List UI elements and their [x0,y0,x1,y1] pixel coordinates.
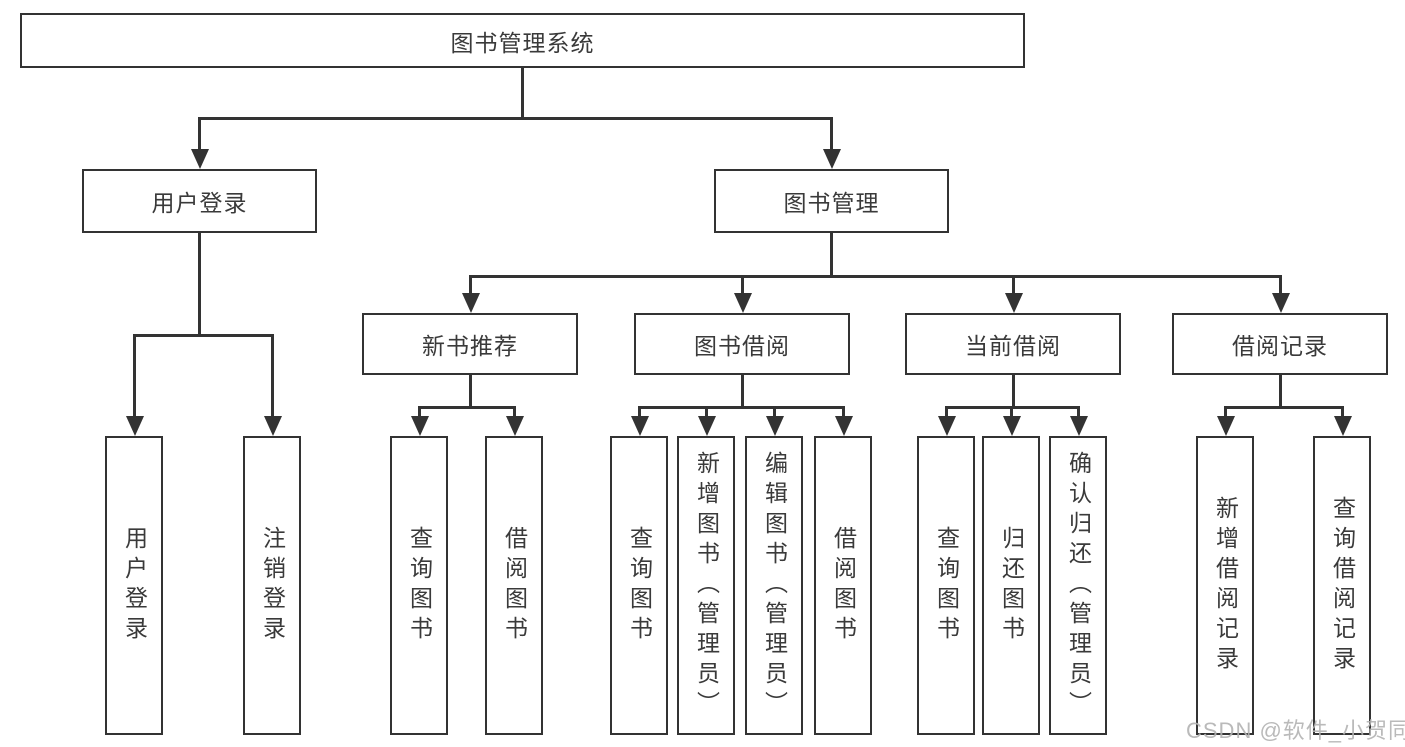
leaf-br-add-record: 新增借阅记录 [1196,436,1254,735]
csdn-watermark: CSDN @软件_小贺同学 [1186,718,1405,743]
leaf-nb-borrow-books-label: 借阅图书 [501,525,528,646]
node-library-system: 图书管理系统 [20,13,1025,68]
leaf-nb-query-books: 查询图书 [390,436,448,735]
arrow-nb-query [411,406,427,436]
node-library-system-label: 图书管理系统 [450,29,595,56]
arrow-br-query [1334,406,1350,436]
leaf-nb-query-books-label: 查询图书 [406,525,433,646]
connector-borrow-record-split [1224,406,1343,409]
node-book-management: 图书管理 [714,169,949,233]
arrow-to-borrow-record [1272,275,1288,313]
node-book-borrow: 图书借阅 [634,313,850,375]
arrow-to-book-management [823,117,839,169]
leaf-nb-borrow-books: 借阅图书 [485,436,543,735]
arrow-to-book-borrow [734,275,750,313]
arrow-to-current-borrow [1005,275,1021,313]
node-current-borrow-label: 当前借阅 [965,333,1061,359]
arrow-nb-borrow [506,406,522,436]
connector-root-stem [521,68,524,117]
connector-borrow-record-stem [1279,375,1282,406]
leaf-cb-return-books: 归还图书 [982,436,1040,735]
leaf-bb-edit-books-admin-label: 编辑图书（管理员） [761,450,788,721]
arrow-to-new-book-recommend [462,275,478,313]
connector-root-split [198,117,832,120]
node-borrow-record-label: 借阅记录 [1232,333,1328,359]
arrow-bb-add [698,406,714,436]
leaf-user-login-label: 用户登录 [121,525,148,646]
connector-book-borrow-stem [741,375,744,406]
arrow-to-user-login [191,117,207,169]
leaf-user-login: 用户登录 [105,436,163,735]
connector-book-management-split [469,275,1281,278]
leaf-bb-add-books-admin: 新增图书（管理员） [677,436,735,735]
connector-book-management-stem [830,233,833,275]
leaf-bb-borrow-books-label: 借阅图书 [830,525,857,646]
leaf-cb-confirm-return-admin-label: 确认归还（管理员） [1065,450,1092,721]
leaf-cb-query-books-label: 查询图书 [933,525,960,646]
connector-new-book-split [418,406,515,409]
arrow-cb-confirm [1070,406,1086,436]
leaf-bb-borrow-books: 借阅图书 [814,436,872,735]
connector-book-borrow-split [638,406,844,409]
leaf-bb-edit-books-admin: 编辑图书（管理员） [745,436,803,735]
leaf-bb-query-books-label: 查询图书 [626,525,653,646]
connector-user-login-split [133,334,273,337]
node-current-borrow: 当前借阅 [905,313,1121,375]
arrow-cb-return [1003,406,1019,436]
connector-new-book-stem [469,375,472,406]
leaf-br-query-record-label: 查询借阅记录 [1329,495,1356,676]
leaf-bb-query-books: 查询图书 [610,436,668,735]
leaf-cb-return-books-label: 归还图书 [998,525,1025,646]
arrow-bb-edit [766,406,782,436]
leaf-logout-label: 注销登录 [259,525,286,646]
node-user-login-label: 用户登录 [151,190,248,216]
node-book-borrow-label: 图书借阅 [694,333,790,359]
connector-user-login-stem [198,233,201,334]
node-borrow-record: 借阅记录 [1172,313,1388,375]
arrow-to-leaf-logout [264,334,280,436]
leaf-br-query-record: 查询借阅记录 [1313,436,1371,735]
leaf-cb-confirm-return-admin: 确认归还（管理员） [1049,436,1107,735]
leaf-logout: 注销登录 [243,436,301,735]
node-book-management-label: 图书管理 [783,190,880,216]
connector-current-borrow-stem [1012,375,1015,406]
node-new-book-recommend: 新书推荐 [362,313,578,375]
node-user-login: 用户登录 [82,169,317,233]
leaf-br-add-record-label: 新增借阅记录 [1212,495,1239,676]
arrow-cb-query [938,406,954,436]
arrow-bb-borrow [835,406,851,436]
arrow-br-add [1217,406,1233,436]
arrow-to-leaf-login [126,334,142,436]
leaf-bb-add-books-admin-label: 新增图书（管理员） [693,450,720,721]
leaf-cb-query-books: 查询图书 [917,436,975,735]
node-new-book-recommend-label: 新书推荐 [422,333,518,359]
arrow-bb-query [631,406,647,436]
